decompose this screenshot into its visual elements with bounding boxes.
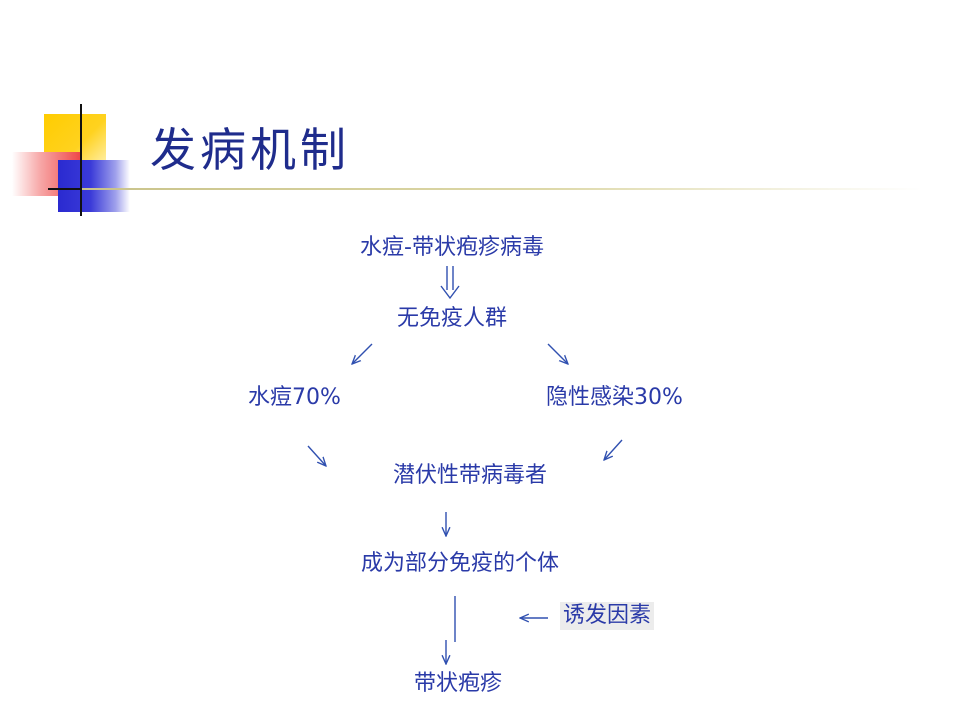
- double-down-arrow-icon: [440, 266, 460, 300]
- node-partial-immunity: 成为部分免疫的个体: [360, 551, 560, 576]
- node-latent-carriers: 潜伏性带病毒者: [392, 463, 548, 488]
- arrow-down-left-icon: [604, 439, 623, 460]
- node-trigger-factors: 诱发因素: [560, 602, 655, 630]
- slide-title: 发病机制: [150, 123, 350, 177]
- title-underline: [82, 188, 922, 190]
- decor-vertical-line: [80, 104, 82, 216]
- node-non-immune: 无免疫人群: [396, 306, 508, 331]
- decor-blue-square: [58, 160, 130, 212]
- decor-horizontal-line: [48, 188, 108, 190]
- arrow-down-right-icon: [307, 445, 326, 466]
- node-herpes-zoster: 带状疱疹: [413, 671, 503, 696]
- node-varicella: 水痘70%: [248, 385, 341, 410]
- node-inapparent-infection: 隐性感染30%: [546, 385, 683, 410]
- node-virus: 水痘-带状疱疹病毒: [360, 235, 544, 260]
- arrow-down-left-icon: [352, 343, 373, 364]
- arrow-down-right-icon: [547, 343, 568, 364]
